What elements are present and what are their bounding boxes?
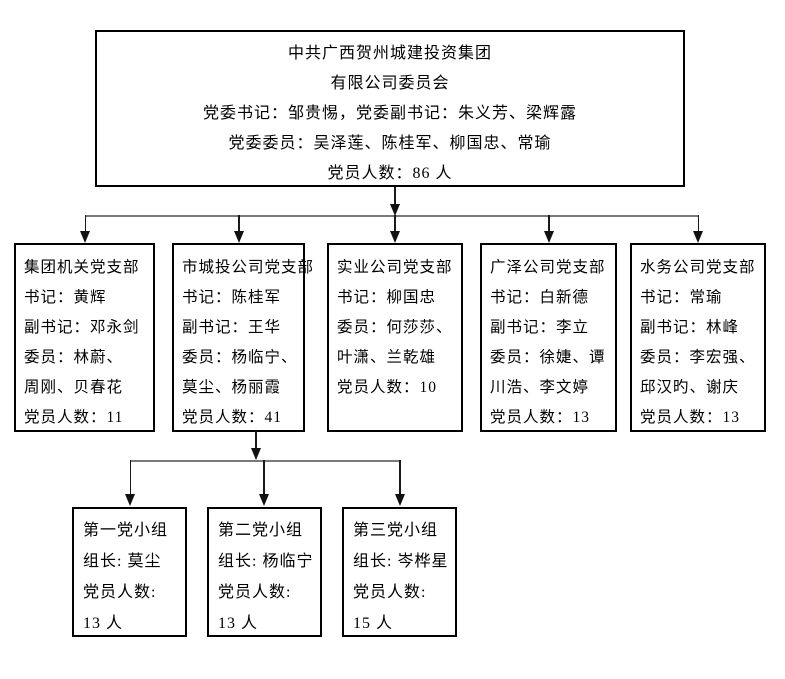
group-count-label: 党员人数:	[218, 584, 292, 601]
group-count-label: 党员人数:	[353, 584, 427, 601]
group-leader: 组长: 杨临宁	[218, 553, 314, 570]
arrow-down-icon	[390, 231, 400, 243]
connector-stem-branch2	[255, 431, 257, 448]
arrow-down-icon	[233, 231, 244, 243]
branch-member-count: 党员人数：10	[337, 379, 438, 396]
branch-members-2: 邱汉旳、谢庆	[640, 379, 740, 396]
branch-deputy: 副书记：李立	[490, 319, 590, 336]
group-leader: 组长: 岑桦星	[353, 553, 449, 570]
branch-secretary: 书记：黄辉	[24, 289, 107, 306]
arrow-down-icon	[251, 448, 261, 460]
branch-members-1: 委员：何莎莎、	[337, 319, 453, 336]
connector-drop-branch4	[548, 215, 550, 231]
branch-deputy: 副书记：林峰	[640, 319, 740, 336]
group-title: 第一党小组	[83, 522, 169, 539]
branch-members-2: 周刚、贝春花	[24, 379, 124, 396]
branch-box-shiye: 实业公司党支部 书记：柳国忠 委员：何莎莎、 叶潇、兰乾雄 党员人数：10	[327, 243, 463, 432]
branch-secretary: 书记：柳国忠	[337, 289, 437, 306]
branch-member-count: 党员人数：13	[640, 409, 741, 426]
branch-secretary: 书记：陈桂军	[182, 289, 282, 306]
group-count-value: 15 人	[353, 615, 394, 632]
branch-member-count: 党员人数：11	[24, 409, 124, 426]
connector-drop-branch3	[394, 215, 396, 231]
branch-member-count: 党员人数：41	[182, 409, 283, 426]
group-leader: 组长: 莫尘	[83, 553, 162, 570]
arrow-down-icon	[543, 231, 554, 243]
committee-members: 党委委员：吴泽莲、陈桂军、柳国忠、常瑜	[228, 135, 552, 152]
branch-box-shichengtou: 市城投公司党支部 书记：陈桂军 副书记：王华 委员：杨临宁、 莫尘、杨丽霞 党员…	[172, 243, 315, 432]
committee-title-line2: 有限公司委员会	[330, 75, 450, 92]
branch-secretary: 书记：白新德	[490, 289, 590, 306]
arrow-down-icon	[693, 231, 703, 243]
committee-box: 中共广西贺州城建投资集团 有限公司委员会 党委书记：邹贵惕，党委副书记：朱义芳、…	[95, 30, 685, 187]
connector-drop-branch5	[697, 215, 699, 231]
arrow-down-icon	[394, 494, 405, 506]
connector-stem-top	[394, 187, 396, 204]
branch-deputy: 副书记：王华	[182, 319, 282, 336]
connector-rail-level2	[130, 460, 400, 462]
branch-title: 集团机关党支部	[24, 259, 140, 276]
group-box-1: 第一党小组 组长: 莫尘 党员人数: 13 人	[72, 507, 187, 637]
arrow-down-icon	[258, 494, 269, 506]
branch-box-jituanjiguan: 集团机关党支部 书记：黄辉 副书记：邓永剑 委员：林蔚、 周刚、贝春花 党员人数…	[14, 243, 155, 432]
branch-members-2: 莫尘、杨丽霞	[182, 379, 282, 396]
branch-box-guangze: 广泽公司党支部 书记：白新德 副书记：李立 委员：徐婕、谭 川浩、李文婷 党员人…	[480, 243, 617, 432]
branch-members-2: 川浩、李文婷	[490, 379, 590, 396]
committee-member-count: 党员人数：86 人	[327, 165, 453, 182]
branch-members-2: 叶潇、兰乾雄	[337, 349, 437, 366]
group-box-3: 第三党小组 组长: 岑桦星 党员人数: 15 人	[342, 507, 457, 637]
branch-deputy: 副书记：邓永剑	[24, 319, 140, 336]
branch-title: 市城投公司党支部	[182, 259, 315, 276]
branch-box-shuiwu: 水务公司党支部 书记：常瑜 副书记：林峰 委员：李宏强、 邱汉旳、谢庆 党员人数…	[630, 243, 766, 432]
group-title: 第三党小组	[353, 522, 439, 539]
branch-secretary: 书记：常瑜	[640, 289, 723, 306]
connector-drop-group1	[129, 460, 131, 494]
arrow-down-icon	[390, 204, 400, 216]
branch-title: 广泽公司党支部	[490, 259, 606, 276]
branch-members-1: 委员：杨临宁、	[182, 349, 298, 366]
arrow-down-icon	[80, 231, 90, 243]
connector-drop-branch1	[84, 215, 86, 231]
branch-members-1: 委员：徐婕、谭	[490, 349, 606, 366]
group-count-label: 党员人数:	[83, 584, 157, 601]
committee-title-line1: 中共广西贺州城建投资集团	[287, 45, 492, 62]
branch-member-count: 党员人数：13	[490, 409, 591, 426]
branch-members-1: 委员：林蔚、	[24, 349, 124, 366]
branch-members-1: 委员：李宏强、	[640, 349, 756, 366]
arrow-down-icon	[125, 494, 135, 506]
connector-drop-branch2	[238, 215, 240, 231]
committee-secretaries: 党委书记：邹贵惕，党委副书记：朱义芳、梁辉露	[202, 105, 577, 122]
branch-title: 实业公司党支部	[337, 259, 453, 276]
group-count-value: 13 人	[83, 615, 124, 632]
branch-title: 水务公司党支部	[640, 259, 756, 276]
group-count-value: 13 人	[218, 615, 259, 632]
connector-drop-group3	[399, 460, 401, 494]
connector-rail-level1	[85, 215, 699, 217]
group-box-2: 第二党小组 组长: 杨临宁 党员人数: 13 人	[207, 507, 322, 637]
group-title: 第二党小组	[218, 522, 304, 539]
connector-drop-group2	[263, 460, 265, 494]
